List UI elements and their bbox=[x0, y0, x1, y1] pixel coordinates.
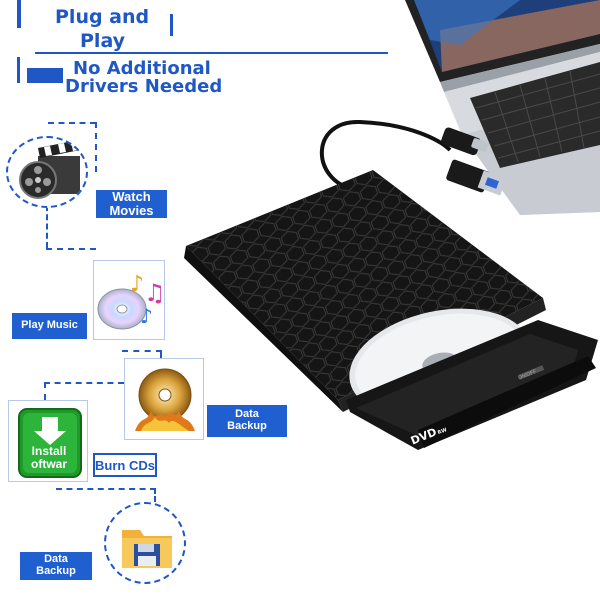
data-backup-label-2: Data Backup bbox=[20, 552, 92, 580]
play-music-text: Play Music bbox=[21, 319, 78, 332]
film-reel-icon bbox=[19, 140, 80, 199]
watch-movies-label: Watch Movies bbox=[96, 190, 167, 218]
data-backup-box-1 bbox=[124, 358, 204, 440]
floppy-folder-icon bbox=[122, 530, 172, 568]
install-l2: oftwar bbox=[31, 457, 67, 471]
connector-watch-bottom bbox=[46, 248, 96, 250]
play-music-box: ♪ ♫ ♪ bbox=[93, 260, 165, 340]
header-vertical-bar bbox=[17, 0, 21, 28]
connector-watch-right bbox=[95, 122, 97, 172]
connector-backup-left bbox=[44, 382, 124, 384]
burn-cds-label: Burn CDs bbox=[93, 453, 157, 477]
header-line-1: Plug and bbox=[55, 6, 150, 28]
connector-watch-down bbox=[46, 205, 48, 248]
header-square-outline bbox=[17, 57, 20, 83]
header-line-4: Drivers Needed bbox=[65, 76, 223, 97]
header-line-3: No Additional bbox=[73, 58, 211, 79]
connector-music-down bbox=[160, 350, 162, 360]
watch-movies-l1: Watch bbox=[112, 189, 151, 205]
data-backup-1-l2: Backup bbox=[227, 420, 267, 432]
play-music-label: Play Music bbox=[12, 313, 87, 339]
data-backup-1-l1: Data bbox=[235, 408, 259, 421]
connector-backup-down bbox=[44, 382, 46, 400]
header-line-2: Play bbox=[80, 30, 126, 52]
connector-install-bottom bbox=[56, 488, 156, 490]
header-divider bbox=[35, 52, 388, 54]
svg-text:♪: ♪ bbox=[140, 304, 153, 328]
music-cd-icon: ♪ ♫ ♪ bbox=[97, 272, 165, 330]
install-text: Install oftwar bbox=[9, 444, 87, 471]
data-backup-2-l2: Backup bbox=[36, 565, 76, 577]
install-box: Install oftwar bbox=[8, 400, 88, 482]
watch-movies-l2: Movies bbox=[109, 203, 154, 218]
laptop-icon bbox=[405, 0, 600, 215]
header-accent-right bbox=[170, 14, 173, 36]
usb-cable-icon bbox=[319, 119, 507, 196]
connector-music-bottom bbox=[122, 350, 162, 352]
svg-text:♪: ♪ bbox=[130, 272, 144, 297]
golden-disc-icon bbox=[135, 368, 195, 431]
header-square-fill bbox=[27, 68, 63, 83]
dvd-drive bbox=[184, 170, 598, 450]
install-software-icon bbox=[18, 408, 82, 478]
watch-movies-frame bbox=[6, 136, 88, 208]
svg-text:♫: ♫ bbox=[144, 279, 165, 307]
connector-watch-top bbox=[48, 122, 96, 124]
data-backup-label-1: Data Backup bbox=[207, 405, 287, 437]
burn-cds-text: Burn CDs bbox=[95, 457, 155, 473]
data-backup-frame-2 bbox=[104, 502, 186, 584]
install-l1: Install bbox=[31, 444, 67, 458]
data-backup-2-l1: Data bbox=[44, 553, 68, 566]
